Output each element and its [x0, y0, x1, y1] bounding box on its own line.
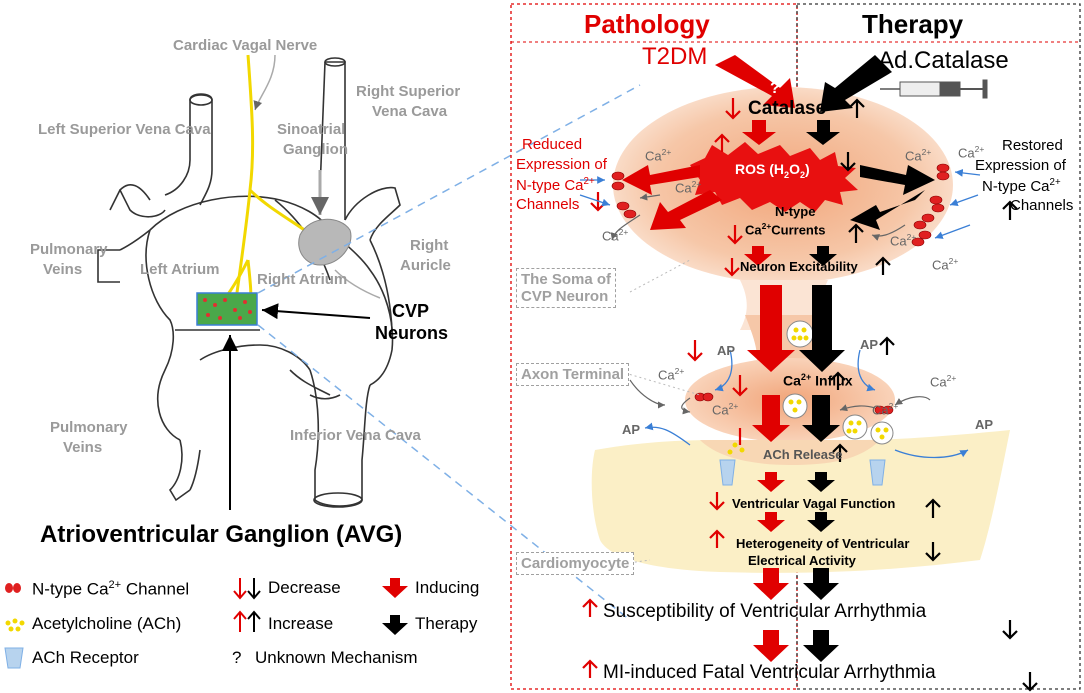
- black-therapy-arrows: [799, 55, 935, 662]
- ca-label-7: Ca2+: [932, 256, 959, 273]
- label-sinoatrial-2: Ganglion: [283, 141, 348, 158]
- legend-channel: N-type Ca2+ Channel: [32, 579, 190, 599]
- ad-catalase-label: Ad.Catalase: [878, 47, 1009, 74]
- ventricular-vagal-label: Ventricular Vagal Function: [732, 496, 896, 511]
- ap-label-2: AP: [860, 337, 879, 352]
- red-inducing-arrows: [622, 55, 795, 662]
- ca-label-4: Ca2+: [905, 147, 932, 164]
- label-pulmonary-veins-bottom-1: Pulmonary: [50, 419, 128, 436]
- label-pulmonary-veins-top-1: Pulmonary: [30, 241, 108, 258]
- ca-label-6: Ca2+: [890, 232, 917, 249]
- ca-label-1: Ca2+: [645, 147, 672, 164]
- ap-label-4: AP: [975, 417, 994, 432]
- sinoatrial-ganglion-shape: [298, 218, 352, 266]
- therapy-panel-border: [796, 3, 1081, 690]
- ca-label-11: Ca2+: [872, 401, 899, 418]
- ros-burst: [690, 142, 858, 212]
- soma-box-line1: The Soma of: [521, 271, 612, 288]
- cardiomyocyte-box: Cardiomyocyte: [516, 552, 635, 575]
- legend-receptor: ACh Receptor: [32, 648, 139, 667]
- legend-decrease: Decrease: [268, 578, 341, 597]
- restored-1: Restored: [1002, 137, 1063, 154]
- legend-unknown-symbol: ?: [232, 648, 242, 667]
- restored-2: Expression of: [975, 157, 1066, 174]
- ca-label-3: Ca2+: [675, 179, 702, 196]
- label-right-superior-1: Right Superior: [356, 83, 461, 100]
- cardiac-vagal-nerve-line: [218, 54, 319, 306]
- syringe-icon: [880, 79, 988, 99]
- ach-receptors: [719, 459, 886, 486]
- legend-therapy: Therapy: [415, 614, 478, 633]
- ca-influx-label: Ca2+ Influx: [783, 372, 853, 389]
- legend-ach: Acetylcholine (ACh): [32, 614, 182, 633]
- restored-4: Channels: [1010, 197, 1074, 214]
- label-left-superior-vena-cava: Left Superior Vena Cava: [38, 121, 211, 138]
- catalase-label: Catalase: [748, 98, 827, 119]
- susceptibility-label: Susceptibility of Ventricular Arrhythmia: [603, 601, 927, 622]
- label-right-atrium: Right Atrium: [257, 271, 348, 288]
- reduced-4: Channels: [516, 196, 580, 213]
- heterogeneity-2: Electrical Activity: [748, 553, 856, 568]
- heterogeneity-1: Heterogeneity of Ventricular: [736, 536, 910, 551]
- ca-label-8: Ca2+: [658, 366, 685, 383]
- vesicles: [782, 320, 894, 445]
- therapy-title: Therapy: [862, 9, 964, 39]
- legend-icons: [4, 578, 408, 669]
- label-inferior-vena-cava: Inferior Vena Cava: [290, 427, 421, 444]
- mi-induced-label: MI-induced Fatal Ventricular Arrhythmia: [603, 662, 936, 683]
- ca-channels: [611, 163, 950, 415]
- ap-label-3: AP: [622, 422, 641, 437]
- soma-box-line2: CVP Neuron: [521, 288, 609, 305]
- ca-label-5: Ca2+: [958, 144, 985, 161]
- restored-3: N-type Ca2+: [982, 177, 1061, 195]
- ca-label-2: Ca2+: [602, 227, 629, 244]
- label-cvp-1: CVP: [392, 301, 430, 321]
- label-right-auricle-2: Auricle: [400, 257, 451, 274]
- label-right-auricle-1: Right: [410, 237, 449, 254]
- blue-flow-arrows: [579, 169, 981, 459]
- pathology-title: Pathology: [584, 9, 710, 39]
- unknown-mechanism-mark: ?: [770, 80, 780, 97]
- t2dm-label: T2DM: [642, 43, 708, 70]
- legend-inducing: Inducing: [415, 578, 480, 597]
- ca-label-9: Ca2+: [930, 373, 957, 390]
- label-pulmonary-veins-bottom-2: Veins: [63, 439, 103, 456]
- label-cvp-2: Neurons: [375, 323, 449, 343]
- axon-terminal-box: Axon Terminal: [516, 363, 630, 386]
- reduced-2: Expression of: [516, 156, 607, 173]
- ca-label-10: Ca2+: [712, 401, 739, 418]
- label-pulmonary-veins-top-2: Veins: [43, 261, 83, 278]
- legend-unknown: Unknown Mechanism: [255, 648, 418, 667]
- ap-label-1: AP: [717, 343, 736, 358]
- cardiomyocyte-shape: [591, 430, 1010, 573]
- reduced-3: N-type Ca2+: [516, 176, 595, 194]
- reduced-1: Reduced: [522, 136, 583, 153]
- ntype-currents-2: Ca2+Currents: [745, 221, 826, 238]
- avg-box: [196, 292, 258, 326]
- anatomy-callouts: [253, 54, 381, 299]
- legend-increase: Increase: [268, 614, 334, 633]
- label-cardiac-vagal-nerve: Cardiac Vagal Nerve: [173, 37, 318, 54]
- ros-label: ROS (H2O2): [735, 161, 810, 180]
- label-left-atrium: Left Atrium: [140, 261, 220, 278]
- ach-release-label: ACh Release: [763, 447, 843, 462]
- label-right-superior-2: Vena Cava: [372, 103, 448, 120]
- neuron-excitability: Neuron Excitability: [740, 259, 858, 274]
- avg-title: Atrioventricular Ganglion (AVG): [40, 521, 403, 548]
- ntype-currents-1: N-type: [775, 204, 816, 219]
- label-sinoatrial-1: Sinoatrial: [277, 121, 346, 138]
- avg-pointer-arrows: [222, 303, 371, 510]
